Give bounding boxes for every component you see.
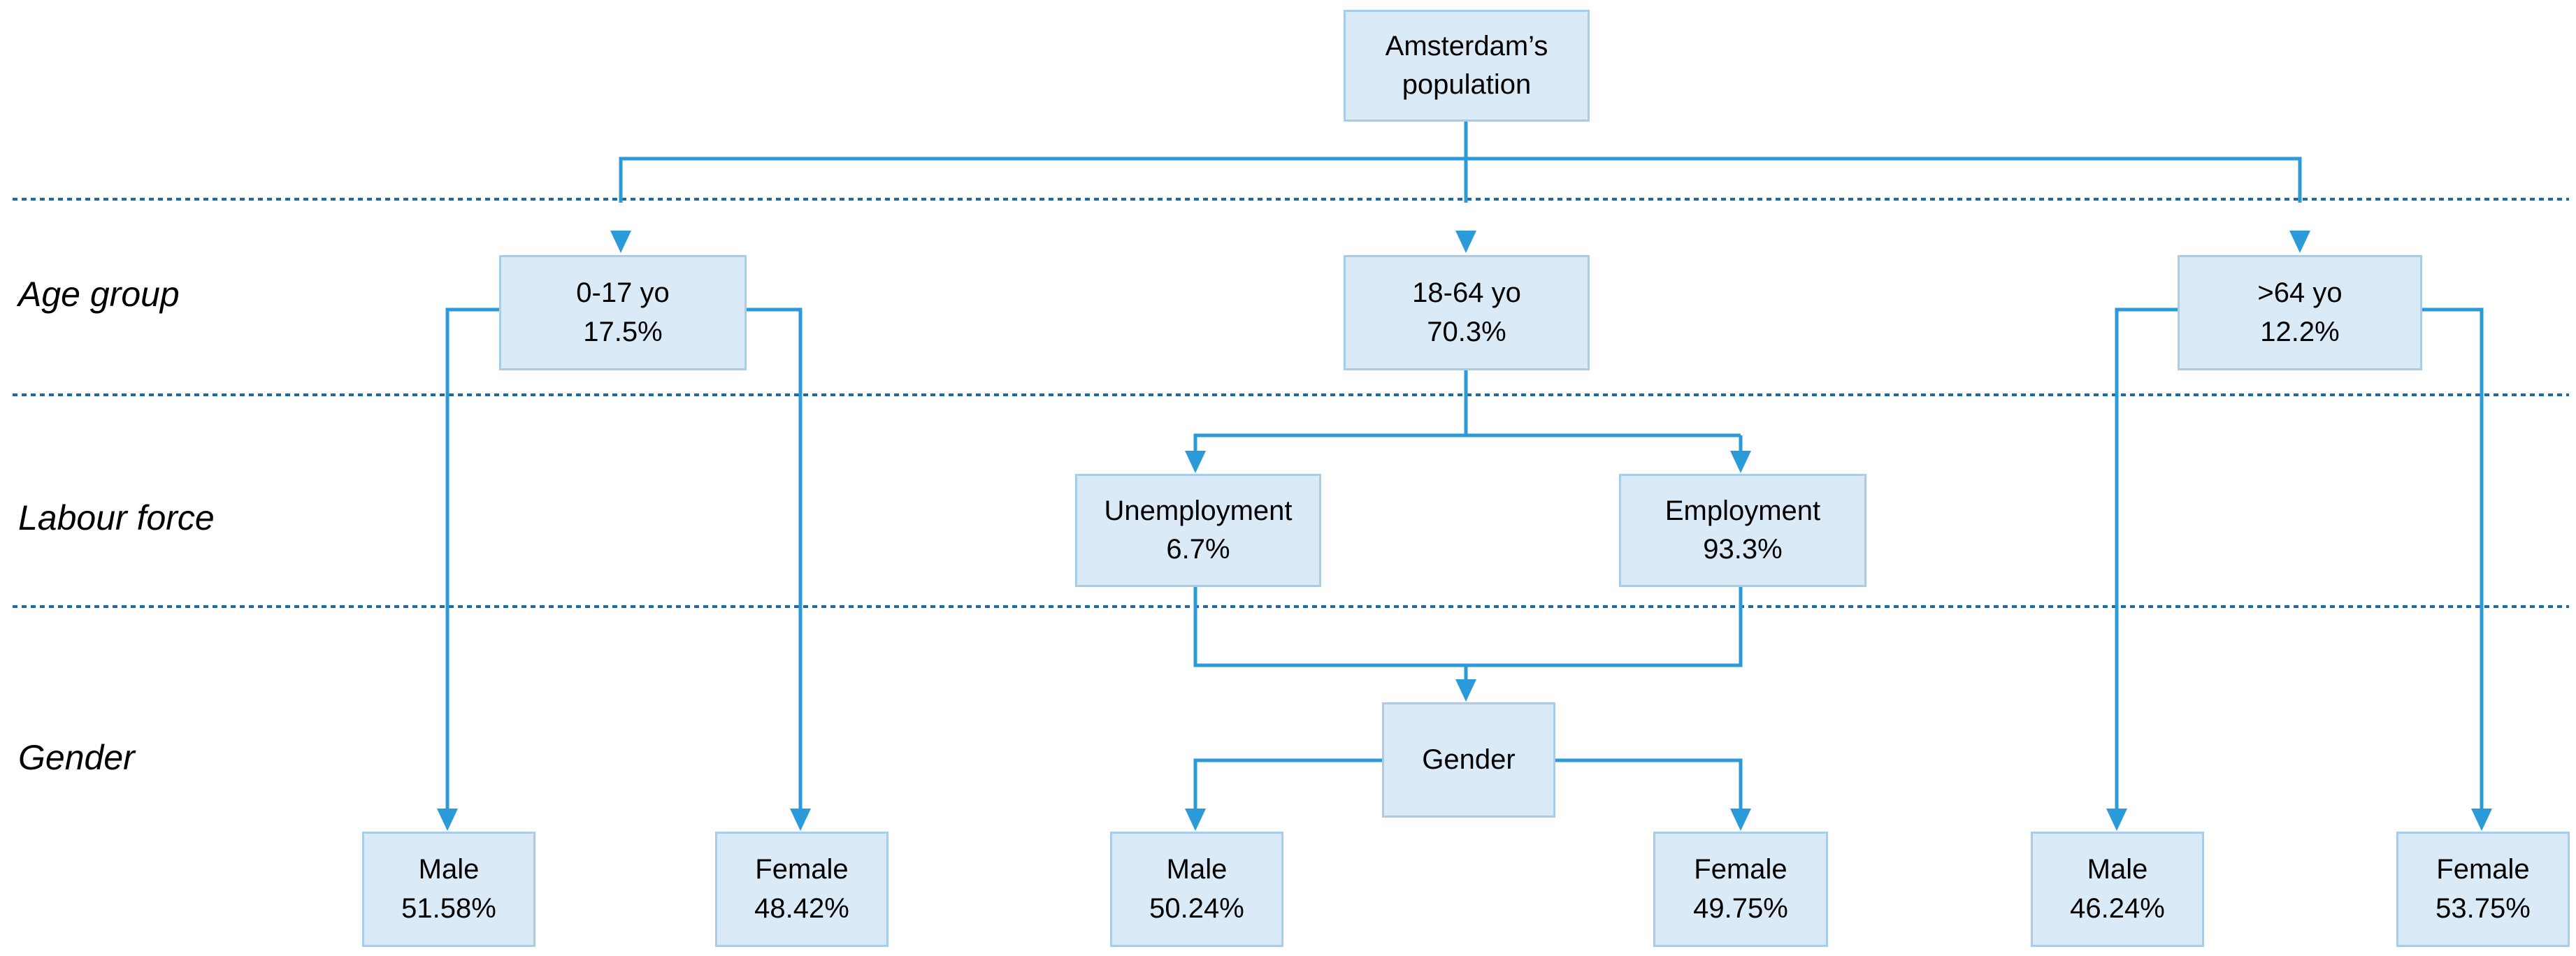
- node-amsterdam-population: Amsterdam’s population: [1344, 10, 1590, 122]
- arrowhead-unemployment: [1185, 451, 1206, 473]
- connector-lines: [445, 122, 2484, 811]
- node-age-64-plus-label: >64 yo: [2257, 277, 2343, 309]
- connector-gender-to-male: [1193, 758, 1382, 811]
- node-female-0-17-label: Female: [755, 854, 849, 885]
- node-age-0-17-share: 17.5%: [583, 316, 663, 347]
- node-female-0-17: Female 48.42%: [715, 832, 888, 947]
- node-male-0-17-share: 51.58%: [401, 892, 496, 924]
- arrowhead-male-0-17: [437, 809, 458, 831]
- arrowhead-18-64: [1455, 231, 1476, 253]
- arrowhead-64-plus: [2289, 231, 2310, 253]
- arrowhead-female-0-17: [790, 809, 811, 831]
- arrowhead-female-64-plus: [2471, 809, 2492, 831]
- node-female-64-plus: Female 53.75%: [2396, 832, 2570, 947]
- node-female-18-64: Female 49.75%: [1653, 832, 1828, 947]
- node-male-64-plus-label: Male: [2087, 854, 2148, 885]
- node-male-64-plus: Male 46.24%: [2031, 832, 2204, 947]
- node-root-line1: Amsterdam’s: [1385, 30, 1548, 61]
- node-female-64-plus-label: Female: [2436, 854, 2530, 885]
- node-age-0-17: 0-17 yo 17.5%: [499, 255, 747, 370]
- node-female-64-plus-share: 53.75%: [2435, 892, 2531, 924]
- connector-root-bus: [619, 157, 2302, 203]
- arrowhead-male-64-plus: [2106, 809, 2127, 831]
- node-root-line2: population: [1402, 69, 1532, 100]
- node-female-18-64-share: 49.75%: [1693, 892, 1788, 924]
- arrowhead-0-17: [610, 231, 631, 253]
- node-age-64-plus: >64 yo 12.2%: [2178, 255, 2422, 370]
- connector-64-plus-to-female: [2422, 307, 2484, 811]
- node-age-64-plus-share: 12.2%: [2260, 316, 2340, 347]
- node-male-18-64: Male 50.24%: [1110, 832, 1283, 947]
- node-gender-hub-label: Gender: [1422, 744, 1516, 775]
- connector-gender-to-female: [1555, 758, 1743, 811]
- node-unemployment-share: 6.7%: [1166, 534, 1230, 565]
- node-male-18-64-share: 50.24%: [1149, 892, 1244, 924]
- node-female-18-64-label: Female: [1694, 854, 1787, 885]
- connector-64-plus-to-male: [2115, 307, 2178, 811]
- connector-arrowheads: [437, 231, 2492, 831]
- node-age-18-64-share: 70.3%: [1427, 316, 1506, 347]
- node-unemployment-label: Unemployment: [1104, 495, 1293, 526]
- arrowhead-female-18-64: [1730, 809, 1751, 831]
- row-dividers: [13, 198, 2569, 608]
- arrowhead-male-18-64: [1185, 809, 1206, 831]
- node-employment-label: Employment: [1664, 495, 1821, 526]
- arrowhead-employment: [1730, 451, 1751, 473]
- node-age-0-17-label: 0-17 yo: [576, 277, 670, 309]
- node-employment: Employment 93.3%: [1619, 474, 1866, 587]
- node-unemployment: Unemployment 6.7%: [1075, 474, 1321, 587]
- connector-18-64-to-labour: [1193, 370, 1468, 453]
- connector-0-17-to-female: [747, 307, 803, 811]
- node-male-0-17: Male 51.58%: [362, 832, 535, 947]
- row-label-labour-force: Labour force: [18, 498, 215, 537]
- node-age-18-64: 18-64 yo 70.3%: [1344, 255, 1590, 370]
- node-male-64-plus-share: 46.24%: [2070, 892, 2165, 924]
- node-male-18-64-label: Male: [1166, 854, 1228, 885]
- node-age-18-64-label: 18-64 yo: [1412, 277, 1521, 309]
- node-female-0-17-share: 48.42%: [754, 892, 849, 924]
- connector-labour-to-gender: [1193, 587, 1743, 667]
- node-gender-hub: Gender: [1382, 702, 1555, 818]
- row-label-age-group: Age group: [18, 275, 180, 314]
- connector-0-17-to-male: [445, 307, 499, 811]
- node-male-0-17-label: Male: [418, 854, 480, 885]
- node-employment-share: 93.3%: [1703, 534, 1783, 565]
- row-label-gender: Gender: [18, 738, 135, 777]
- arrowhead-gender-hub: [1455, 679, 1476, 702]
